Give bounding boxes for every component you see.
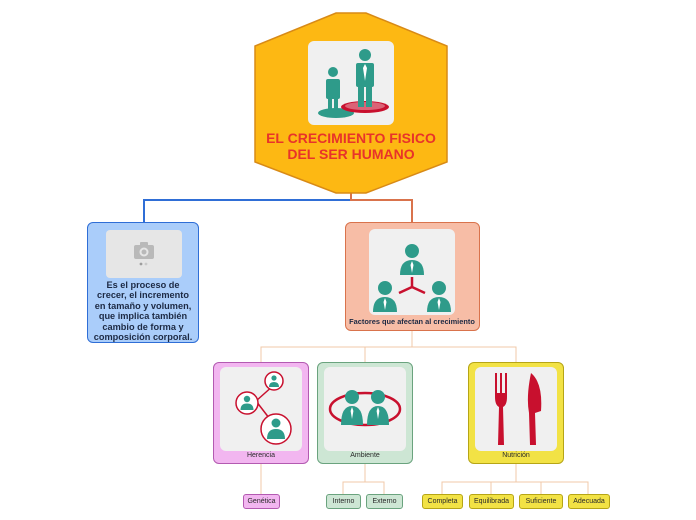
adult-and-child-standing-icon	[318, 49, 389, 118]
leaf-genetica[interactable]: Genética	[243, 494, 280, 509]
linked-people-icon	[235, 371, 292, 445]
description-node[interactable]: Es el proceso de crecer, el incremento e…	[87, 222, 199, 343]
description-line: en tamaño y volumen,	[94, 300, 192, 311]
description-line: composición corporal.	[93, 332, 193, 343]
root-title-line-2: DEL SER HUMANO	[287, 146, 415, 162]
category-node-ambiente[interactable]: Ambiente	[317, 362, 413, 464]
camera-placeholder-icon	[134, 242, 154, 266]
leaf-completa[interactable]: Completa	[422, 494, 463, 509]
factors-icon-card	[369, 229, 455, 315]
people-network-icon	[373, 244, 451, 312]
description-line: que implica también	[98, 311, 188, 322]
factors-node[interactable]: Factores que afectan al crecimiento	[345, 222, 480, 331]
description-image-placeholder	[106, 230, 182, 278]
ambiente-icon-card	[324, 367, 406, 451]
root-title-line-1: EL CRECIMIENTO FISICO	[266, 130, 436, 146]
category-label-ambiente: Ambiente	[350, 452, 380, 459]
category-node-herencia[interactable]: Herencia	[213, 362, 309, 464]
description-line: crecer, el incremento	[97, 290, 189, 301]
category-label-herencia: Herencia	[246, 452, 275, 459]
leaf-suficiente[interactable]: Suficiente	[519, 494, 563, 509]
two-people-circle-icon	[328, 390, 402, 427]
root-title: EL CRECIMIENTO FISICO DEL SER HUMANO	[256, 130, 446, 162]
description-line: cambio de forma y	[102, 321, 184, 332]
fork-and-knife-icon	[495, 373, 542, 445]
description-text: Es el proceso de crecer, el incremento e…	[91, 280, 195, 342]
root-icon-card	[308, 41, 394, 125]
category-label-nutricion: Nutrición	[502, 452, 530, 459]
leaf-interno[interactable]: Interno	[326, 494, 361, 509]
leaf-adecuada[interactable]: Adecuada	[568, 494, 610, 509]
factors-label: Factores que afectan al crecimiento	[349, 317, 475, 326]
herencia-icon-card	[220, 367, 302, 451]
leaf-equilibrada[interactable]: Equilibrada	[469, 494, 514, 509]
leaf-externo[interactable]: Externo	[366, 494, 403, 509]
category-node-nutricion[interactable]: Nutrición	[468, 362, 564, 464]
description-line: Es el proceso de	[106, 280, 180, 290]
nutricion-icon-card	[475, 367, 557, 451]
